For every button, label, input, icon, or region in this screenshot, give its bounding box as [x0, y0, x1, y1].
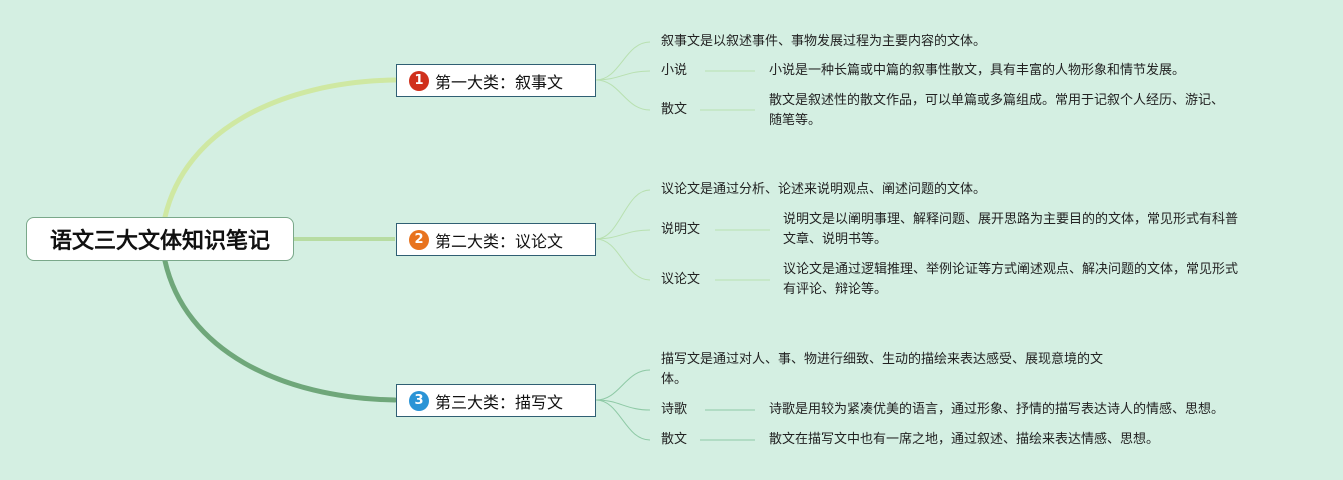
category-label: 第一大类：叙事文: [435, 72, 564, 92]
fan-line: [595, 41, 651, 81]
description-line: 议论文是通过逻辑推理、举例论证等方式阐述观点、解决问题的文体，常见形式: [783, 262, 1239, 277]
root-title: 语文三大文体知识笔记: [49, 229, 270, 254]
fan-line: [595, 238, 651, 281]
category-definition: 议论文是通过分析、论述来说明观点、阐述问题的文体。: [661, 182, 987, 197]
subtopic-description: 小说是一种长篇或中篇的叙事性散文，具有丰富的人物形象和情节发展。: [769, 63, 1186, 78]
description-line: 随笔等。: [769, 113, 822, 128]
fan-line: [595, 70, 651, 81]
category-node-2[interactable]: 2 第二大类：议论文: [396, 223, 596, 256]
subtopic-description: 散文是叙述性的散文作品，可以单篇或多篇组成。常用于记叙个人经历、游记、 随笔等。: [769, 91, 1224, 131]
category-definition: 叙事文是以叙述事件、事物发展过程为主要内容的文体。: [661, 34, 987, 49]
fan-line: [595, 189, 651, 240]
fan-line: [595, 369, 651, 401]
fan-line: [595, 79, 651, 111]
subtopic-description: 说明文是以阐明事理、解释问题、展开思路为主要目的的文体，常见形式有科普 文章、说…: [783, 210, 1238, 250]
subtopic-name[interactable]: 散文: [661, 102, 688, 117]
description-line: 散文是叙述性的散文作品，可以单篇或多篇组成。常用于记叙个人经历、游记、: [769, 93, 1225, 108]
category-label: 第二大类：议论文: [435, 231, 564, 251]
definition-line: 体。: [661, 372, 688, 387]
subtopic-name[interactable]: 小说: [661, 63, 688, 78]
subtopic-description: 议论文是通过逻辑推理、举例论证等方式阐述观点、解决问题的文体，常见形式 有评论、…: [783, 260, 1238, 300]
subtopic-name[interactable]: 说明文: [661, 222, 701, 237]
subtopic-name[interactable]: 散文: [661, 432, 688, 447]
category-node-1[interactable]: 1 第一大类：叙事文: [396, 64, 596, 97]
category-label: 第三大类：描写文: [435, 392, 564, 412]
subtopic-name[interactable]: 诗歌: [661, 402, 688, 417]
category-node-3[interactable]: 3 第三大类：描写文: [396, 384, 596, 417]
number-badge-icon: 1: [409, 70, 429, 91]
description-line: 说明文是以阐明事理、解释问题、展开思路为主要目的的文体，常见形式有科普: [783, 212, 1239, 227]
fan-line: [595, 229, 651, 240]
description-line: 有评论、辩论等。: [783, 282, 888, 297]
subtopic-description: 散文在描写文中也有一席之地，通过叙述、描绘来表达情感、思想。: [769, 432, 1160, 447]
description-line: 文章、说明书等。: [783, 232, 888, 247]
definition-line: 描写文是通过对人、事、物进行细致、生动的描绘来表达感受、展现意境的文: [661, 352, 1104, 367]
number-badge-icon: 2: [409, 229, 429, 250]
fan-line: [595, 399, 651, 441]
subtopic-name[interactable]: 议论文: [661, 272, 701, 287]
root-node[interactable]: 语文三大文体知识笔记: [26, 217, 294, 261]
subtopic-description: 诗歌是用较为紧凑优美的语言，通过形象、抒情的描写表达诗人的情感、思想。: [769, 402, 1225, 417]
branch-curve-1: [162, 77, 398, 220]
number-badge-icon: 3: [409, 390, 429, 411]
category-definition: 描写文是通过对人、事、物进行细致、生动的描绘来表达感受、展现意境的文 体。: [661, 350, 1103, 390]
branch-curve-3: [162, 258, 398, 403]
